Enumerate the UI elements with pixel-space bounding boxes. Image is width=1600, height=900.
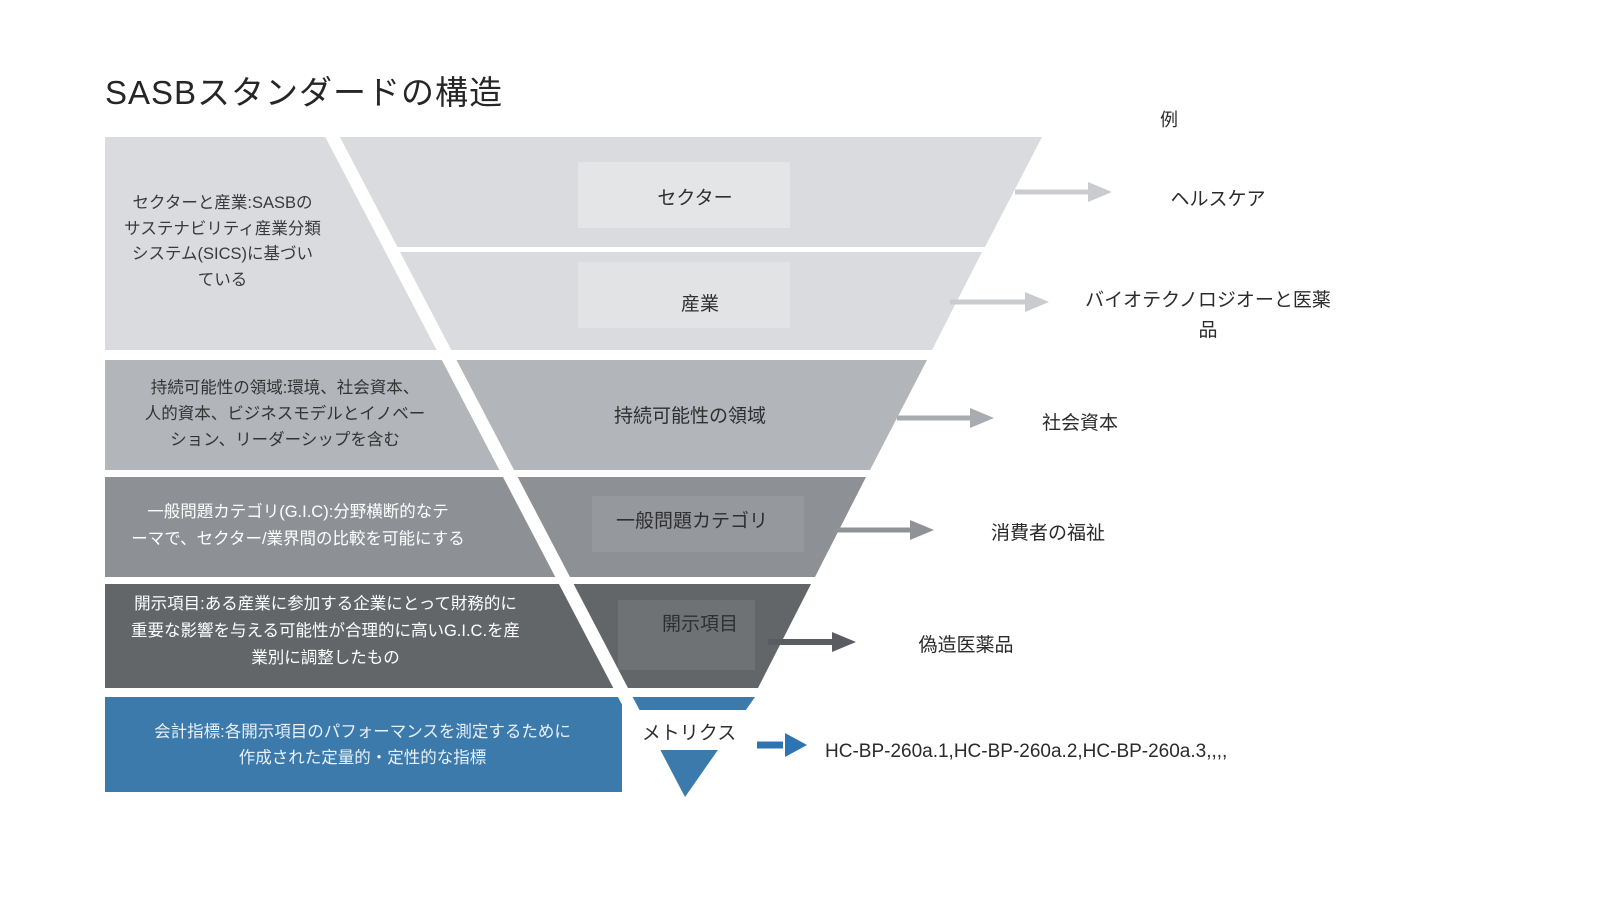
- layer-label-sustainability: 持続可能性の領域: [613, 406, 767, 427]
- example-sector: ヘルスケア: [1170, 189, 1266, 210]
- arrow-metrics-example-icon: [757, 733, 807, 757]
- label-highlight-industry: [578, 262, 790, 328]
- example-disclosure: 偽造医薬品: [918, 635, 1014, 656]
- layer-label-industry: 産業: [680, 294, 720, 315]
- example-industry: バイオテクノロジオーと医薬品: [1085, 290, 1331, 341]
- pyramid-band-metrics-box: [105, 697, 622, 792]
- pyramid-band-general-issue: [105, 477, 866, 577]
- arrow-industry-example-icon: [950, 290, 1049, 314]
- label-highlight-sector: [578, 162, 790, 228]
- arrow-sustainability-example-icon: [897, 406, 994, 430]
- page-title: SASBスタンダードの構造: [105, 74, 504, 111]
- description-sector-industry: セクターと産業:SASBの サステナビリティ産業分類 システム(SICS)に基づ…: [124, 194, 321, 289]
- example-general-issue: 消費者の福祉: [990, 523, 1106, 544]
- pyramid-band-disclosure: [105, 584, 811, 688]
- label-highlight-disclosure: [618, 600, 755, 670]
- arrow-disclosure-example-icon: [768, 630, 856, 654]
- layer-label-metrics: メトリクス: [641, 723, 737, 744]
- description-sustainability: 持続可能性の領域:環境、社会資本、 人的資本、ビジネスモデルとイノベー ション、…: [144, 379, 426, 449]
- example-sustainability: 社会資本: [1041, 413, 1119, 434]
- label-highlight-general-issue: [592, 496, 804, 552]
- layer-label-sector: セクター: [657, 188, 733, 209]
- layer-label-general-issue: 一般問題カテゴリ: [615, 511, 769, 532]
- metrics-label-box: [622, 710, 755, 750]
- arrow-general-issue-example-icon: [833, 518, 934, 542]
- description-general-issue: 一般問題カテゴリ(G.I.C):分野横断的なテ ーマで、セクター/業界間の比較を…: [131, 503, 465, 548]
- pyramid-band-sustainability: [105, 360, 927, 470]
- example-metrics: HC-BP-260a.1,HC-BP-260a.2,HC-BP-260a.3,,…: [825, 741, 1228, 762]
- description-disclosure: 開示項目:ある産業に参加する企業にとって財務的に 重要な影響を与える可能性が合理…: [130, 595, 521, 667]
- arrow-sector-example-icon: [1015, 180, 1112, 204]
- examples-column-header: 例: [1160, 110, 1178, 130]
- layer-label-disclosure: 開示項目: [661, 614, 739, 635]
- description-metrics: 会計指標:各開示項目のパフォーマンスを測定するために 作成された定量的・定性的な…: [154, 723, 571, 767]
